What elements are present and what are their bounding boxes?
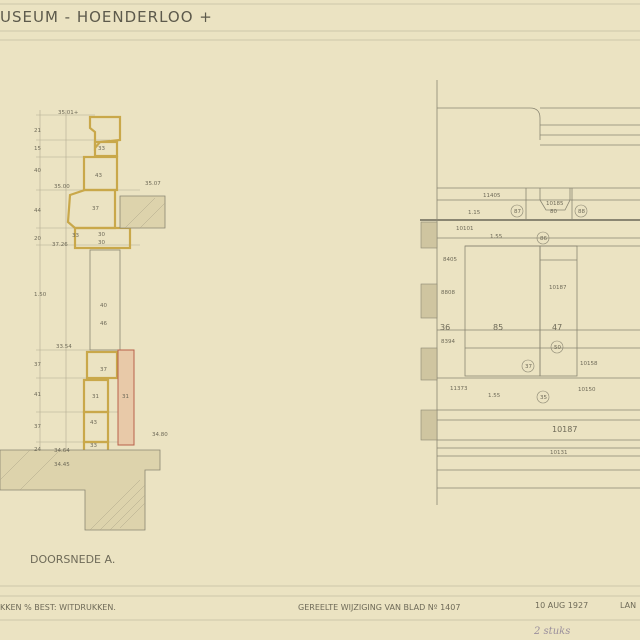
circled-number: 35	[540, 395, 547, 401]
brick-wall-hatch	[117, 349, 135, 446]
dimension-label: 30	[98, 240, 105, 246]
plan-label: 1.15	[468, 210, 481, 216]
floor-slab-hatch	[119, 195, 166, 229]
dimension-label: 46	[100, 321, 107, 327]
handwritten-note: 2 stuks	[533, 626, 570, 637]
level-label: 37.26	[52, 242, 68, 248]
dimension-label: 37	[100, 367, 107, 373]
dimension-label: 40	[34, 168, 41, 174]
dimension-label: 20	[34, 236, 41, 242]
dimension-label: 33	[90, 443, 97, 449]
plan-label: 80	[550, 209, 557, 215]
dimension-label: 24	[34, 447, 41, 453]
circled-number: 86	[540, 236, 547, 242]
dimension-label: 37	[92, 206, 99, 212]
level-label: 34.64	[54, 448, 70, 454]
plan-label: 8405	[443, 257, 457, 263]
level-label: 34.80	[152, 432, 168, 438]
plan-label: 11405	[483, 193, 501, 199]
footer-note: KKEN % BEST: WITDRUKKEN.	[0, 603, 116, 612]
plan-label: 10131	[550, 450, 568, 456]
dimension-label: 15	[34, 146, 41, 152]
plan-label: 10158	[580, 361, 598, 367]
circled-number: 88	[578, 209, 585, 215]
date-label: 10 AUG 1927	[535, 601, 588, 610]
plan-label: 10187	[549, 285, 567, 291]
level-label: 35.07	[145, 181, 161, 187]
footer-cut-text: LAN	[620, 601, 636, 610]
circled-number: 50	[554, 345, 561, 351]
sheet-title: USEUM - HOENDERLOO +	[0, 8, 213, 26]
dimension-label: 31	[122, 394, 129, 400]
plan-label: 47	[552, 323, 562, 332]
dimension-label: 43	[95, 173, 102, 179]
plan-label: 8808	[441, 290, 455, 296]
dimension-label: 43	[90, 420, 97, 426]
circled-marks	[510, 204, 588, 404]
circled-number: 87	[514, 209, 521, 215]
level-label: 34.45	[54, 462, 70, 468]
dimension-label: 37	[34, 362, 41, 368]
plan-label: 8394	[441, 339, 455, 345]
dimension-label: 33	[98, 146, 105, 152]
dimension-label: 33	[72, 233, 79, 239]
revision-note: GEREELTE WIJZIGING VAN BLAD Nº 1407	[298, 603, 460, 612]
plan-label: 36	[440, 323, 450, 332]
dimension-label: 37	[34, 424, 41, 430]
level-label: 33.54	[56, 344, 72, 350]
section-label: DOORSNEDE A.	[30, 553, 115, 566]
level-label: 35.00	[54, 184, 70, 190]
plan-label: 85	[493, 323, 503, 332]
wall-hatch-blocks	[420, 221, 438, 441]
circled-number: 37	[525, 364, 532, 370]
dimension-label: 21	[34, 128, 41, 134]
plan-label: 10185	[546, 201, 564, 207]
level-label: 35.01+	[58, 110, 79, 116]
section-drawing	[0, 110, 166, 531]
dimension-label: 31	[92, 394, 99, 400]
dimension-label: 40	[100, 303, 107, 309]
plan-label: 10101	[456, 226, 474, 232]
plan-label: 10150	[578, 387, 596, 393]
plan-label: 1.55	[488, 393, 501, 399]
plan-label: 10187	[552, 425, 577, 434]
dimension-label: 44	[34, 208, 41, 214]
dimension-label: 41	[34, 392, 41, 398]
plan-label: 1.55	[490, 234, 503, 240]
dimension-label: 30	[98, 232, 105, 238]
dimension-label: 1.50	[34, 292, 47, 298]
plan-label: 11373	[450, 386, 468, 392]
